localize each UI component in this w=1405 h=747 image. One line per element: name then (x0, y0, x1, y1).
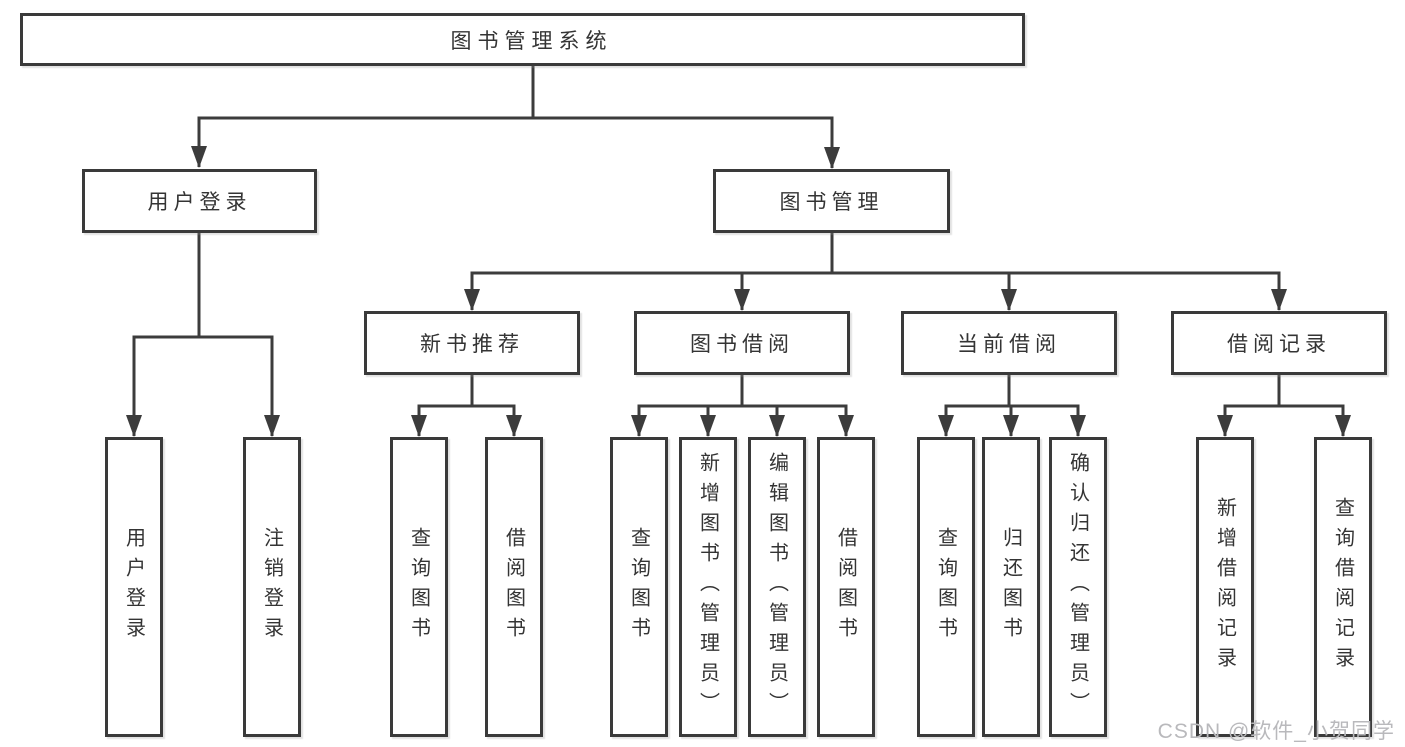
leaf-query-books-current: 查询图书 (917, 437, 975, 737)
leaf-borrow-books: 借阅图书 (817, 437, 875, 737)
leaf-user-login: 用户登录 (105, 437, 163, 737)
leaf-query-borrow-record: 查询借阅记录 (1314, 437, 1372, 737)
leaf-logout: 注销登录 (243, 437, 301, 737)
leaf-query-books-recommend: 查询图书 (390, 437, 448, 737)
node-current-borrow: 当前借阅 (901, 311, 1117, 375)
node-book-borrow: 图书借阅 (634, 311, 850, 375)
leaf-add-book-admin: 新增图书（管理员） (679, 437, 737, 737)
node-library-management-system: 图书管理系统 (20, 13, 1025, 66)
node-book-management: 图书管理 (713, 169, 950, 233)
watermark: CSDN @软件_小贺同学 (1157, 720, 1395, 743)
leaf-edit-book-admin: 编辑图书（管理员） (748, 437, 806, 737)
node-user-login: 用户登录 (82, 169, 317, 233)
leaf-query-books-borrow: 查询图书 (610, 437, 668, 737)
leaf-return-book: 归还图书 (982, 437, 1040, 737)
leaf-borrow-books-recommend: 借阅图书 (485, 437, 543, 737)
node-new-book-recommend: 新书推荐 (364, 311, 580, 375)
leaf-confirm-return-admin: 确认归还（管理员） (1049, 437, 1107, 737)
node-borrow-records: 借阅记录 (1171, 311, 1387, 375)
leaf-add-borrow-record: 新增借阅记录 (1196, 437, 1254, 737)
